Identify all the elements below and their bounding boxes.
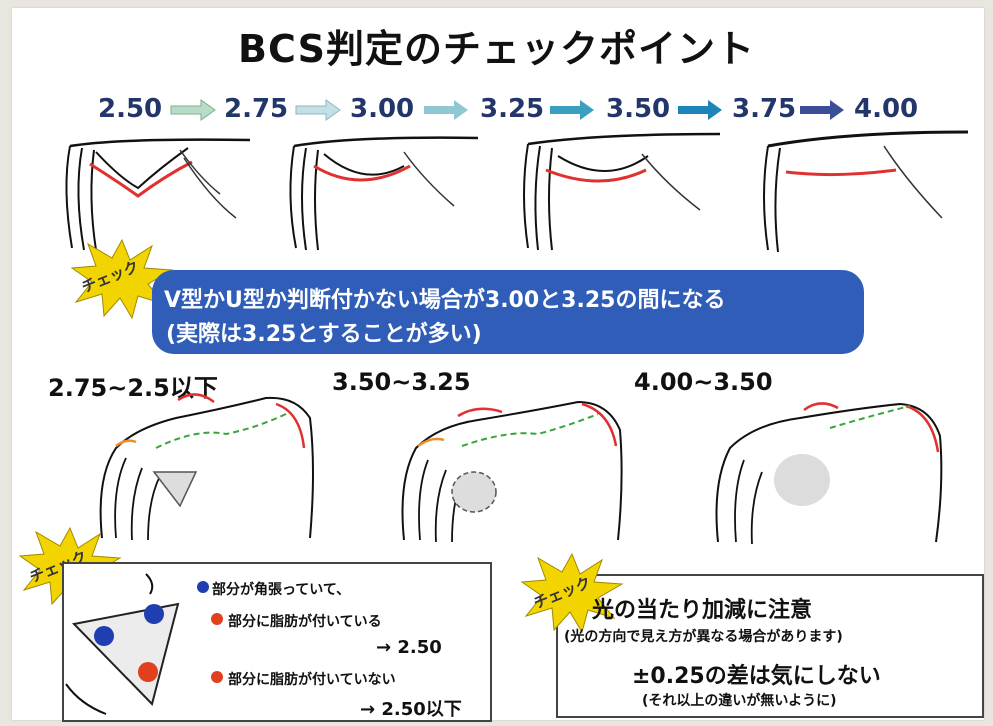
page-title: BCS判定のチェックポイント — [238, 27, 755, 71]
blue-line-text: 部分が角張っていて、 — [212, 582, 351, 598]
pin-bone-sketch — [65, 573, 180, 715]
arrow-icon — [550, 100, 594, 120]
red-line-text-1: 部分に脂肪が付いている — [228, 614, 382, 630]
tail-head-sketch-u — [523, 132, 721, 251]
tolerance-sub: (それ以上の違いが無いように) — [642, 693, 837, 709]
range-label: 3.50~3.25 — [332, 368, 471, 396]
score-label: 3.50 — [606, 94, 671, 124]
arrow-icon — [295, 99, 341, 121]
blue-dot-icon — [197, 581, 209, 593]
banner-line-1: V型かU型か判断付かない場合が3.00と3.25の間になる — [164, 288, 726, 313]
score-label: 2.50 — [98, 94, 163, 124]
light-sub: (光の方向で見え方が異なる場合があります) — [564, 629, 843, 645]
tolerance-note: ±0.25の差は気にしない — [632, 664, 881, 689]
arrow-icon — [424, 100, 468, 120]
tail-head-sketch-v-u — [289, 136, 479, 251]
arrow-icon — [678, 100, 722, 120]
red-line-text-2: 部分に脂肪が付いていない — [228, 672, 396, 688]
info-banner: V型かU型か判断付かない場合が3.00と3.25の間になる (実際は3.25とす… — [152, 270, 864, 354]
score-label: 2.75 — [224, 94, 289, 124]
score-label: 4.00 — [854, 94, 919, 124]
arrow-icon — [800, 100, 844, 120]
banner-line-2: (実際は3.25とすることが多い) — [166, 322, 482, 347]
check-starburst-icon — [70, 238, 174, 320]
score-label: 3.00 — [350, 94, 415, 124]
tail-head-sketch-v — [65, 138, 251, 251]
score-label: 3.75 — [732, 94, 797, 124]
rear-view-sketch-medium — [401, 400, 623, 543]
rear-view-sketch-thin — [99, 393, 314, 541]
light-note-box — [556, 574, 984, 718]
red-dot-icon — [211, 613, 223, 625]
light-heading: 光の当たり加減に注意 — [592, 598, 813, 623]
range-label: 4.00~3.50 — [634, 368, 773, 396]
check-starburst-icon — [520, 552, 624, 634]
rear-view-sketch-fat — [715, 402, 943, 545]
arrow-icon — [170, 99, 216, 121]
result-text-1: → 2.50 — [376, 637, 442, 658]
score-label: 3.25 — [480, 94, 545, 124]
result-text-2: → 2.50以下 — [360, 699, 462, 720]
tail-head-sketch-flat — [763, 130, 969, 253]
range-label: 2.75~2.5以下 — [48, 374, 218, 402]
red-dot-icon — [211, 671, 223, 683]
